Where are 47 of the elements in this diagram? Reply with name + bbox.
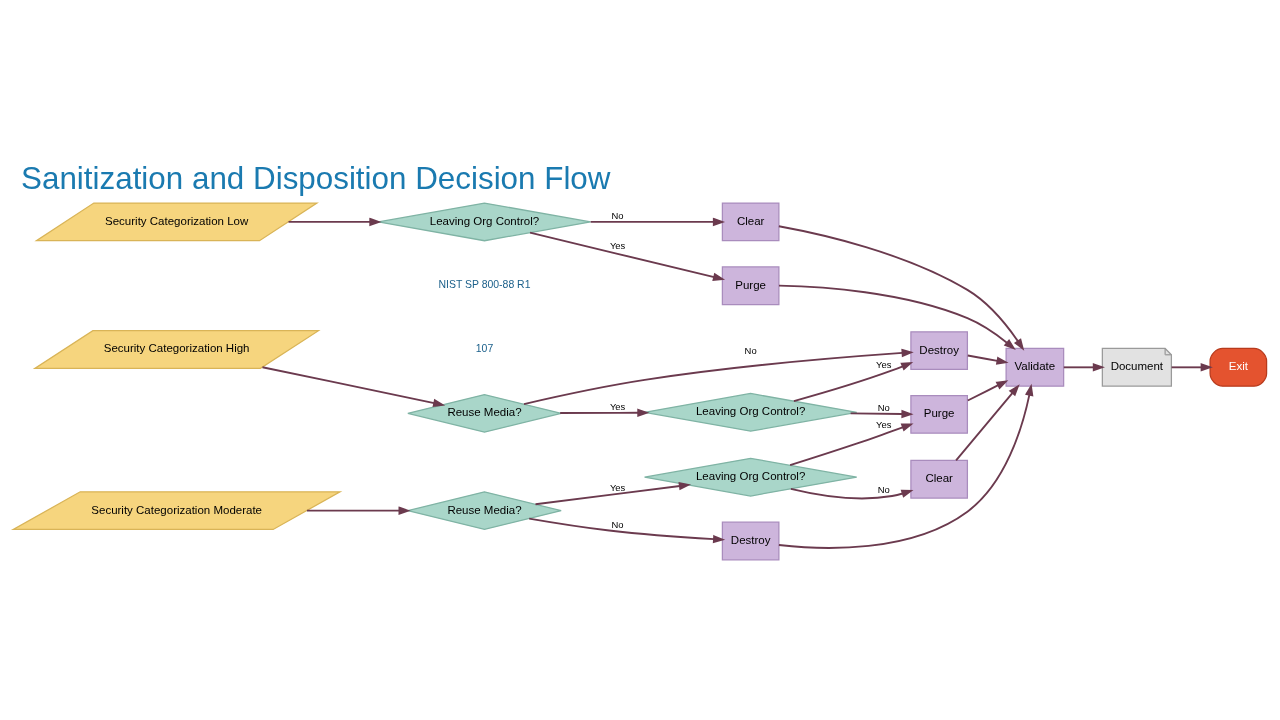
arrow <box>529 231 726 282</box>
node-diamond: Leaving Org Control? <box>643 457 858 497</box>
diagram-title: Sanitization and Disposition Decision Flow <box>21 161 611 197</box>
arrow <box>261 366 446 408</box>
arrow <box>789 487 914 500</box>
node-diamond: Reuse Media? <box>407 491 562 531</box>
edge-label: No <box>744 344 757 356</box>
arrow <box>523 348 914 405</box>
arrow <box>778 284 1016 351</box>
label: 107 <box>475 343 494 355</box>
arrow <box>1062 363 1105 372</box>
edge-label: No <box>611 518 624 530</box>
arrow <box>778 383 1034 549</box>
arrow <box>559 408 650 417</box>
node-box: Validate <box>1005 347 1065 387</box>
arrow <box>1170 363 1213 372</box>
node-box: Clear <box>721 202 780 242</box>
arrow <box>777 225 1025 351</box>
node-diamond: Leaving Org Control? <box>377 202 592 242</box>
node-box: Destroy <box>910 331 969 371</box>
arrow <box>849 409 914 419</box>
arrow <box>534 481 692 506</box>
node-box: Purge <box>910 394 969 434</box>
arrow <box>528 517 726 544</box>
edge-label: Yes <box>876 358 892 370</box>
arrow <box>966 354 1009 365</box>
node-box: Clear <box>910 459 969 499</box>
node-diamond: Reuse Media? <box>407 393 562 433</box>
edge-label: Yes <box>609 481 626 493</box>
arrow <box>306 506 411 515</box>
arrow <box>955 384 1020 462</box>
edge-label: Yes <box>609 240 626 252</box>
edge-label: Yes <box>876 419 892 431</box>
label: NIST SP 800-88 R1 <box>438 279 531 291</box>
edge-label: No <box>877 484 890 496</box>
arrow <box>789 423 914 467</box>
edge-label: Yes <box>609 401 626 413</box>
node-box: Destroy <box>721 521 780 561</box>
arrow <box>287 217 382 227</box>
node-box: Purge <box>721 266 780 306</box>
node-diamond: Leaving Org Control? <box>643 392 858 432</box>
arrow <box>966 380 1009 402</box>
edge-label: No <box>877 402 890 414</box>
edge-label: No <box>611 209 624 221</box>
arrow <box>589 217 726 227</box>
node-box: Exit <box>1209 347 1268 387</box>
arrow <box>792 362 914 403</box>
